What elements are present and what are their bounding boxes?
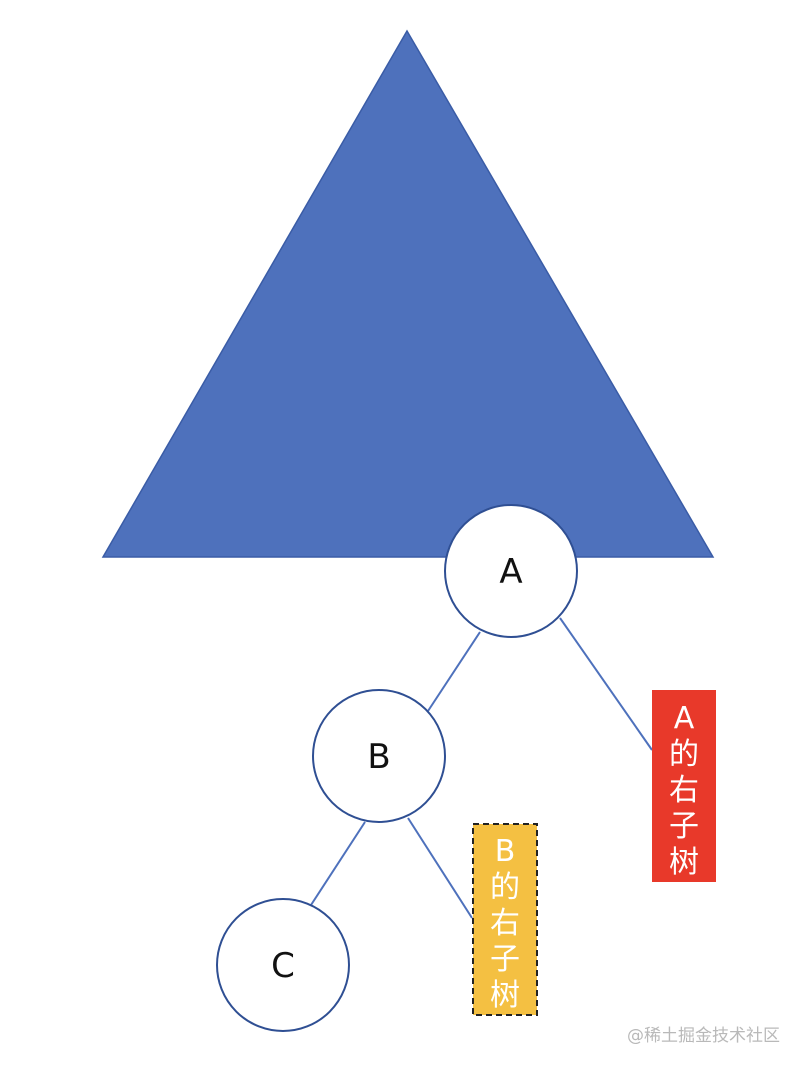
node-b-label: B <box>367 737 390 777</box>
b-right-subtree-char-3: 右 <box>490 906 520 941</box>
node-b: B <box>312 689 446 823</box>
watermark-text: @稀土掘金技术社区 <box>627 1026 780 1046</box>
node-a: A <box>444 504 578 638</box>
node-a-label: A <box>499 552 522 592</box>
edge-a-right-subtree <box>559 617 653 751</box>
edge-b-c <box>310 821 366 906</box>
a-right-subtree-char-2: 的 <box>669 737 699 772</box>
parent-tree-triangle <box>101 29 715 558</box>
a-right-subtree-char-1: A <box>674 701 695 736</box>
b-right-subtree-char-5: 树 <box>490 978 520 1013</box>
a-right-subtree-char-4: 子 <box>669 809 699 844</box>
a-right-subtree-char-5: 树 <box>669 845 699 880</box>
edge-b-right-subtree <box>407 817 473 919</box>
b-right-subtree-char-1: B <box>495 834 516 869</box>
edge-a-b <box>427 631 481 712</box>
node-c: C <box>216 898 350 1032</box>
node-c-label: C <box>271 946 295 986</box>
b-right-subtree-box: B 的 右 子 树 <box>472 823 538 1016</box>
a-right-subtree-box: A 的 右 子 树 <box>652 690 716 882</box>
b-right-subtree-char-4: 子 <box>490 942 520 977</box>
b-right-subtree-char-2: 的 <box>490 870 520 905</box>
a-right-subtree-char-3: 右 <box>669 773 699 808</box>
